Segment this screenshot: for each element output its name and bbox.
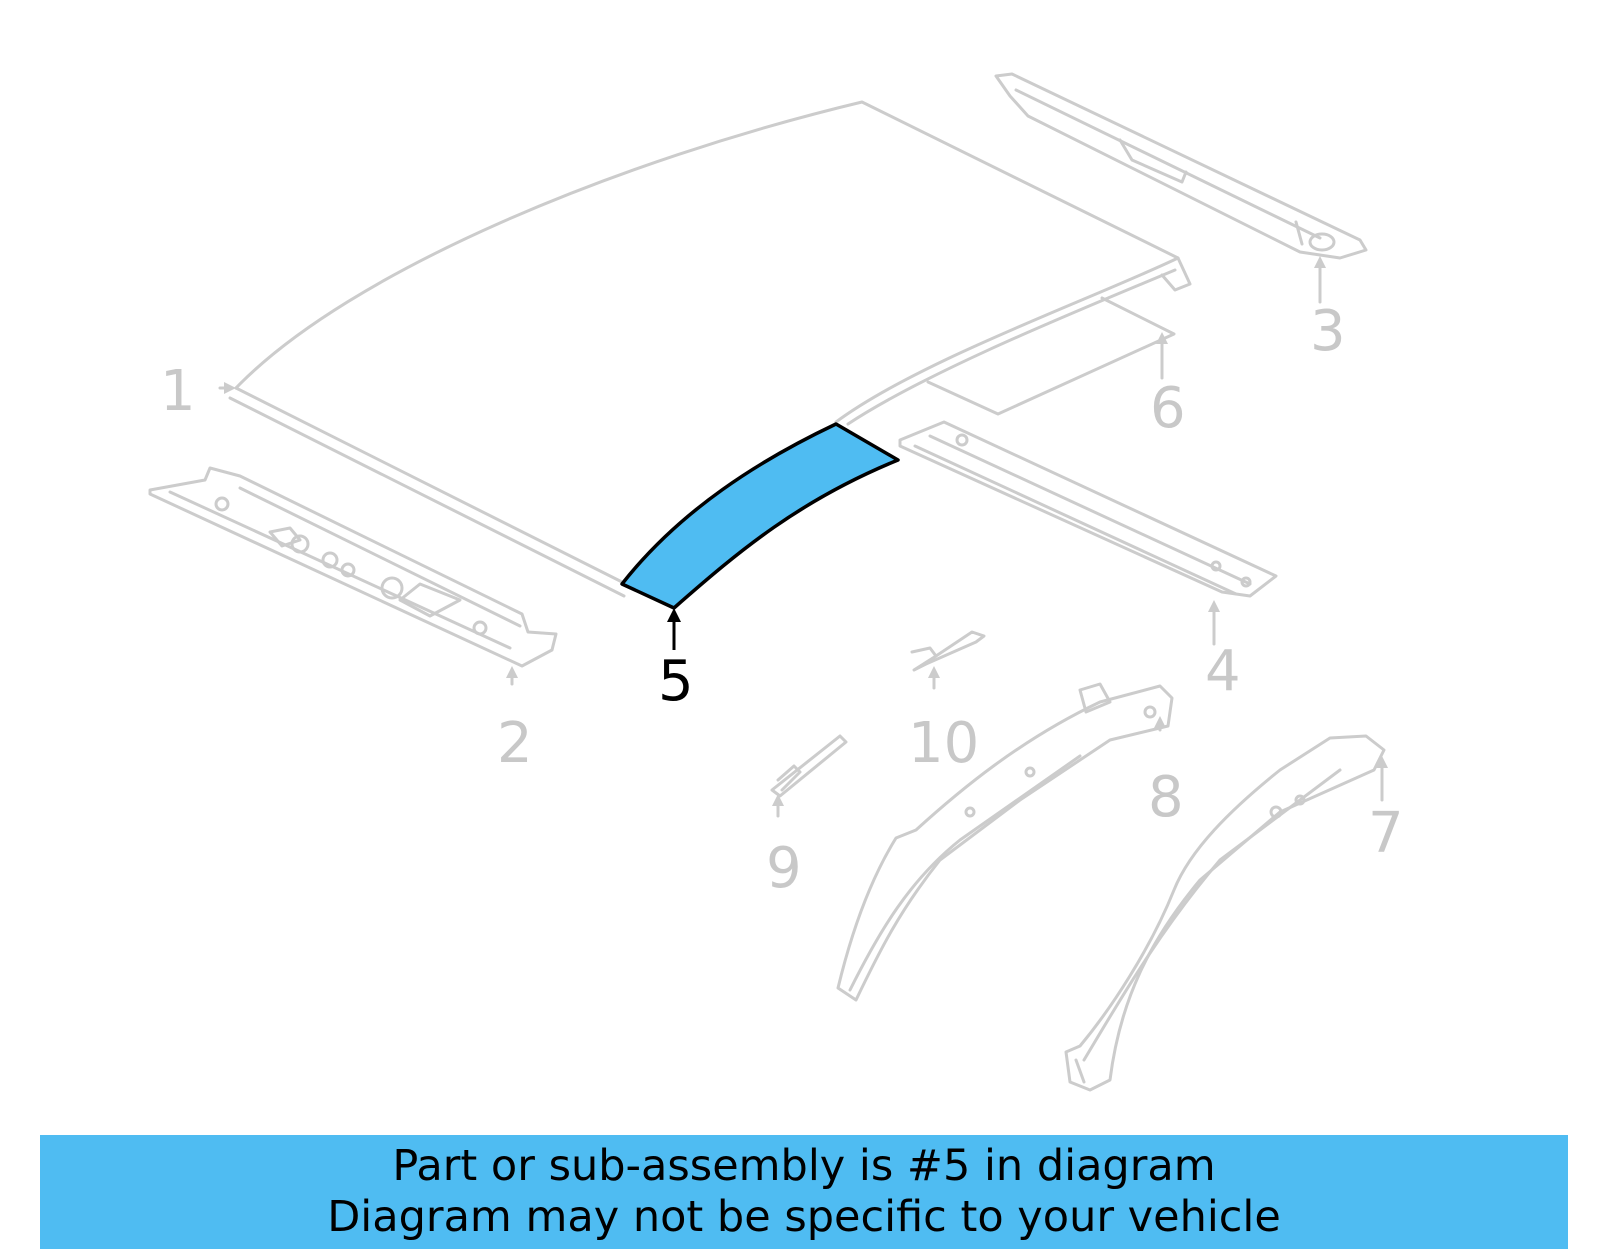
callout-10: 10 [908, 711, 979, 776]
leader-arrow-5 [667, 608, 681, 650]
callout-3: 3 [1310, 299, 1346, 364]
part-9-bracket [770, 734, 848, 798]
part-1-roof-panel [228, 100, 1192, 598]
leader-arrows [218, 260, 1384, 818]
part-8-inner-pillar [836, 682, 1174, 1002]
banner-line-2: Diagram may not be specific to your vehi… [327, 1192, 1281, 1242]
callout-5: 5 [658, 649, 694, 714]
part-3-rear-header [994, 72, 1368, 260]
part-5-highlighted [620, 422, 900, 610]
part-7-outer-pillar [1064, 734, 1386, 1092]
leader-arrowheads [224, 256, 1388, 806]
callout-1: 1 [160, 359, 196, 424]
part-4-roof-bow [898, 420, 1278, 598]
callout-8: 8 [1148, 765, 1184, 830]
banner-line-1: Part or sub-assembly is #5 in diagram [392, 1141, 1216, 1191]
info-banner: Part or sub-assembly is #5 in diagram Di… [40, 1135, 1568, 1249]
part-6-insulator [926, 296, 1176, 416]
part-10-bracket [910, 630, 986, 672]
callout-7: 7 [1368, 801, 1404, 866]
part-2-front-header [148, 466, 558, 668]
callout-6: 6 [1150, 376, 1186, 441]
callout-2: 2 [497, 711, 533, 776]
callout-4: 4 [1205, 639, 1241, 704]
callout-9: 9 [766, 836, 802, 901]
